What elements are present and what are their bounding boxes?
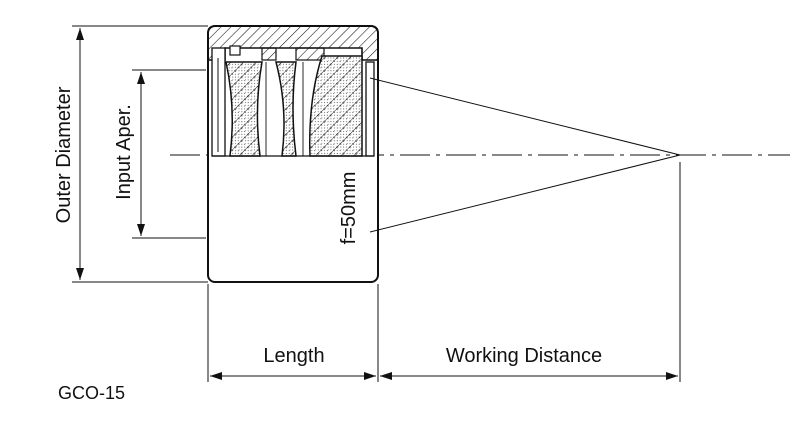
outer-diameter-label: Outer Diameter xyxy=(53,86,75,223)
model-label: GCO-15 xyxy=(58,383,125,403)
lens-element-1 xyxy=(225,61,263,157)
input-aperture-label: Input Aper. xyxy=(113,104,135,200)
input-aperture-dimension xyxy=(132,69,206,239)
focal-length-label: f=50mm xyxy=(338,172,360,245)
beam-line-lower xyxy=(369,154,681,233)
lens-elements xyxy=(212,55,374,157)
beam-line-upper xyxy=(369,77,681,156)
working-distance-label: Working Distance xyxy=(446,345,602,367)
length-label: Length xyxy=(263,345,324,367)
outer-diameter-dimension xyxy=(72,25,208,283)
lens-element-3 xyxy=(309,55,363,157)
